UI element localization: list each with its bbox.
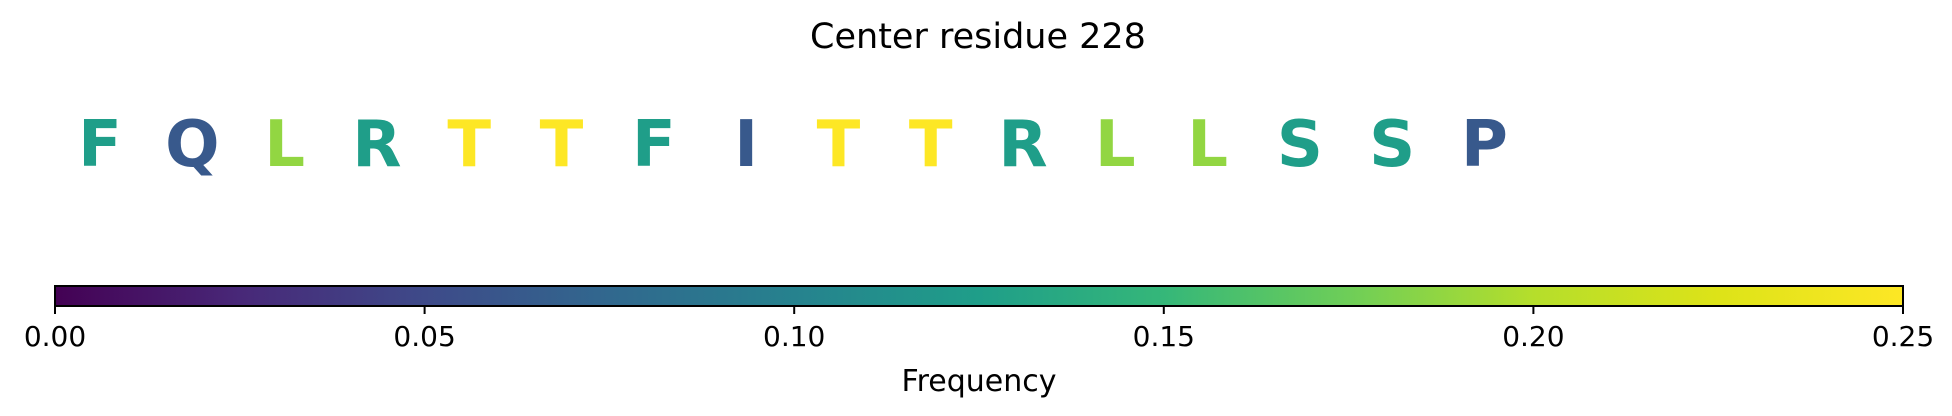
- residue-letter: R: [998, 108, 1047, 182]
- residue-letter: S: [1369, 108, 1415, 182]
- residue-letter: F: [632, 108, 676, 182]
- colorbar-ticks: 0.00 0.05 0.10 0.15 0.20 0.25: [24, 306, 1934, 353]
- colorbar: 0.00 0.05 0.10 0.15 0.20 0.25 Frequency: [24, 285, 1934, 399]
- residue-letter: P: [1461, 108, 1508, 182]
- residue-letter: T: [447, 108, 491, 182]
- chart-title: Center residue 228: [810, 17, 1146, 57]
- colorbar-gradient: [55, 286, 1903, 306]
- colorbar-tick-label: 0.00: [24, 320, 86, 353]
- colorbar-tick-label: 0.20: [1502, 320, 1564, 353]
- residue-letter: L: [264, 108, 305, 182]
- residue-letter: F: [78, 108, 122, 182]
- residue-letter: T: [540, 108, 584, 182]
- colorbar-tick-label: 0.05: [393, 320, 455, 353]
- colorbar-label: Frequency: [902, 364, 1057, 399]
- colorbar-border: [54, 285, 1904, 307]
- residue-letter: I: [734, 108, 758, 182]
- residue-letter: L: [1187, 108, 1228, 182]
- colorbar-tick-label: 0.10: [763, 320, 825, 353]
- residue-letter: L: [1095, 108, 1136, 182]
- colorbar-tick-label: 0.25: [1872, 320, 1934, 353]
- colorbar-tick-label: 0.15: [1133, 320, 1195, 353]
- residue-letter: Q: [165, 108, 219, 182]
- residue-letter: S: [1277, 108, 1323, 182]
- residue-letter: T: [909, 108, 953, 182]
- residue-letter: R: [352, 108, 401, 182]
- residue-letter: T: [817, 108, 861, 182]
